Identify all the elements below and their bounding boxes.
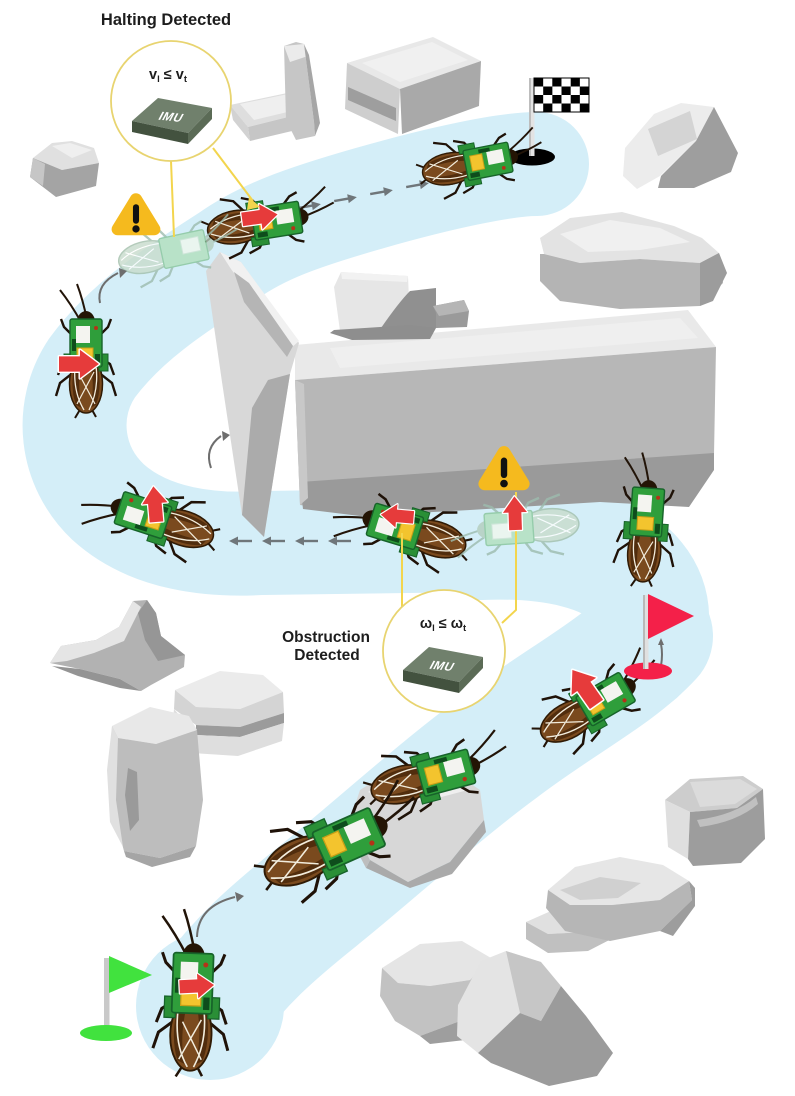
svg-text:Halting Detected: Halting Detected — [101, 11, 231, 29]
svg-text:vl ≤ vt: vl ≤ vt — [149, 67, 188, 85]
svg-text:Detected: Detected — [294, 647, 359, 664]
svg-text:ωl ≤ ωt: ωl ≤ ωt — [420, 616, 467, 634]
svg-text:Obstruction: Obstruction — [282, 629, 370, 646]
